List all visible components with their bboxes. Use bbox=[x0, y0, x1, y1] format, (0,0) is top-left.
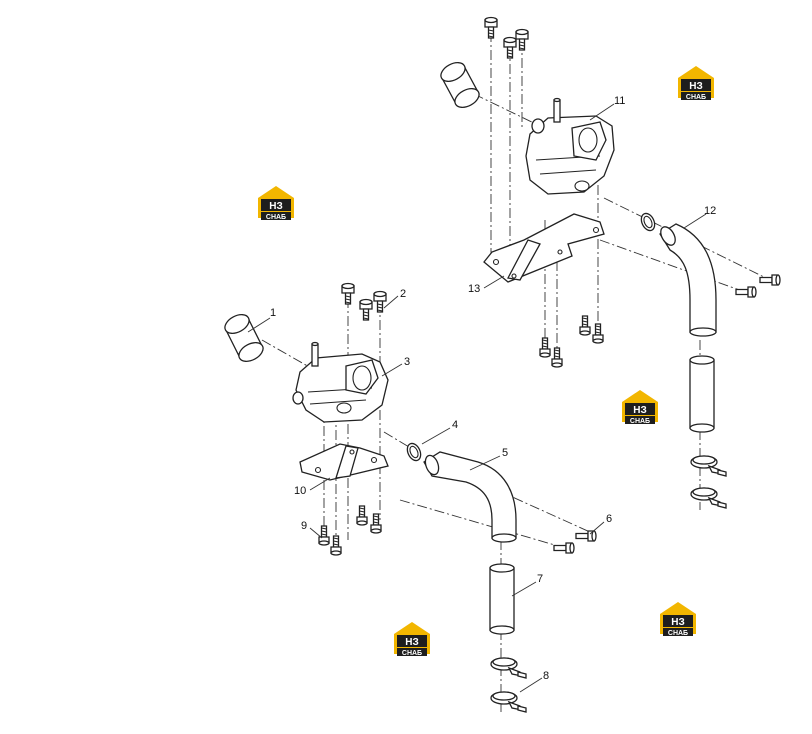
bolt-9c bbox=[356, 505, 368, 526]
centerline-coupling-1 bbox=[261, 339, 319, 373]
bolt-upper-f bbox=[579, 315, 591, 336]
bolt-2a bbox=[341, 282, 355, 305]
centerline-oring-4 bbox=[383, 431, 415, 451]
svg-text:НЗ: НЗ bbox=[671, 617, 685, 628]
bolt-upper-e bbox=[551, 347, 563, 368]
bolt-upper-h bbox=[759, 274, 781, 286]
callout-1: 1 bbox=[270, 307, 276, 319]
centerline-bolt-upper-g bbox=[599, 239, 746, 293]
svg-text:СНАБ: СНАБ bbox=[668, 630, 688, 637]
callout-12: 12 bbox=[704, 205, 716, 217]
callout-9: 9 bbox=[301, 520, 307, 532]
bolt-upper-a bbox=[484, 16, 498, 39]
gear-housing-3 bbox=[292, 341, 389, 423]
coupling-sleeve-upper bbox=[440, 62, 480, 108]
callout-3: 3 bbox=[404, 356, 410, 368]
callout-leaders bbox=[247, 103, 707, 693]
callout-2: 2 bbox=[400, 288, 406, 300]
mounting-bracket-13 bbox=[483, 213, 605, 283]
hose-clamp-upper-a bbox=[690, 455, 727, 477]
elbow-pipe-12 bbox=[659, 223, 717, 337]
watermark-logo-1: НЗ СНАБ bbox=[258, 186, 294, 221]
bolt-6b bbox=[553, 542, 575, 554]
centerline-coupling-upper bbox=[473, 93, 541, 127]
svg-text:НЗ: НЗ bbox=[405, 637, 419, 648]
lower-assembly bbox=[224, 282, 597, 715]
callout-6: 6 bbox=[606, 513, 612, 525]
bolt-upper-d bbox=[539, 337, 551, 358]
watermark-logo-4: НЗ СНАБ bbox=[394, 622, 430, 657]
watermark-logo-5: НЗ СНАБ bbox=[660, 602, 696, 637]
hose-clamp-upper-b bbox=[690, 487, 727, 509]
watermark-logo-3: НЗ СНАБ bbox=[622, 390, 658, 425]
bolt-6a bbox=[575, 530, 597, 542]
hose-clamp-8b bbox=[490, 691, 527, 713]
bolt-9d bbox=[370, 513, 382, 534]
elbow-pipe-5 bbox=[423, 451, 517, 543]
hose-upper bbox=[689, 355, 715, 433]
svg-text:НЗ: НЗ bbox=[689, 81, 703, 92]
callout-5: 5 bbox=[502, 447, 508, 459]
callout-4: 4 bbox=[452, 419, 458, 431]
callouts: 1 2 3 4 5 6 7 8 9 10 11 12 13 bbox=[270, 95, 716, 682]
bolt-upper-b bbox=[515, 28, 529, 51]
svg-text:СНАБ: СНАБ bbox=[686, 94, 706, 101]
svg-text:СНАБ: СНАБ bbox=[402, 650, 422, 657]
gear-housing-11 bbox=[525, 97, 615, 195]
watermark-logo-2: НЗ СНАБ bbox=[678, 66, 714, 101]
bolt-9b bbox=[330, 535, 342, 556]
callout-7: 7 bbox=[537, 573, 543, 585]
svg-text:НЗ: НЗ bbox=[269, 201, 283, 212]
callout-8: 8 bbox=[543, 670, 549, 682]
bolt-2b bbox=[359, 298, 373, 321]
bolt-9a bbox=[318, 525, 330, 546]
bolt-2c bbox=[373, 290, 387, 313]
callout-13: 13 bbox=[468, 283, 480, 295]
coupling-sleeve-1 bbox=[224, 314, 264, 362]
svg-text:НЗ: НЗ bbox=[633, 405, 647, 416]
bolt-upper-c bbox=[503, 36, 517, 59]
bolt-upper-i bbox=[735, 286, 757, 298]
hose-7 bbox=[489, 563, 515, 635]
svg-text:СНАБ: СНАБ bbox=[630, 418, 650, 425]
upper-assembly bbox=[440, 16, 781, 510]
mounting-bracket-10 bbox=[299, 443, 389, 481]
callout-10: 10 bbox=[294, 485, 306, 497]
hose-clamp-8a bbox=[490, 657, 527, 679]
centerline-bolt-6 bbox=[399, 499, 566, 549]
callout-11: 11 bbox=[614, 95, 625, 107]
bolt-upper-g bbox=[592, 323, 604, 344]
svg-text:СНАБ: СНАБ bbox=[266, 214, 286, 221]
